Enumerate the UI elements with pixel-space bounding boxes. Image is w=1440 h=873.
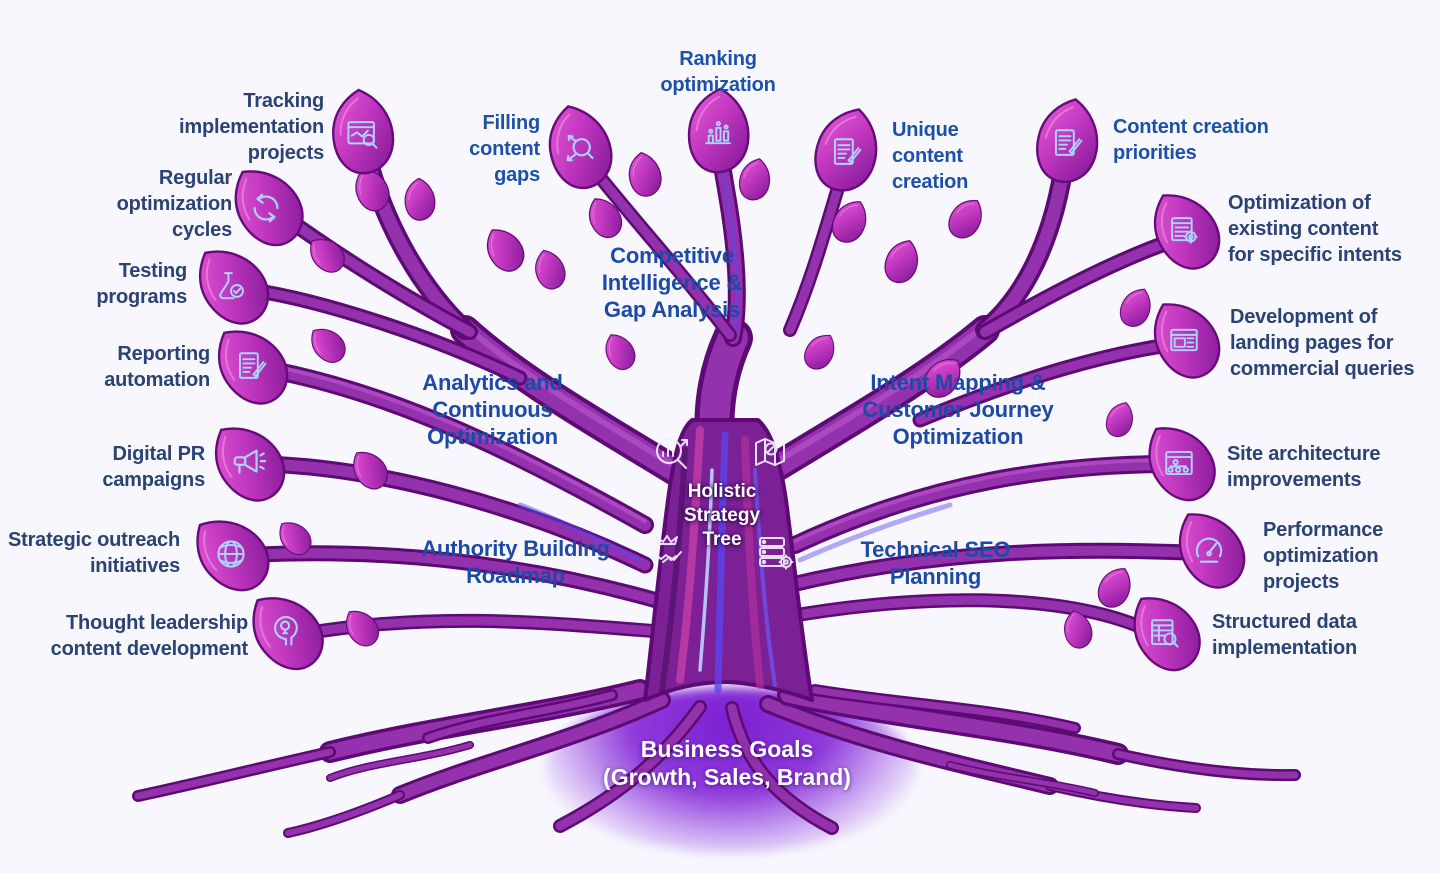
leaf-label-strategic-outreach: Strategic outreach initiatives — [7, 529, 180, 577]
globe-icon — [217, 540, 245, 568]
trunk-streaks — [517, 426, 953, 694]
leaf-label-tracking: Tracking implementation projects — [179, 90, 324, 164]
leaf-label-thought-leadership: Thought leadership content development — [50, 612, 249, 660]
leaf-label-optimize-existing: Optimization of existing content for spe… — [1228, 192, 1402, 266]
leaf-label-regular-cycles: Regular optimization cycles — [116, 167, 233, 241]
branch-label-intent-mapping: Intent Mapping & Customer Journey Optimi… — [862, 370, 1054, 449]
leaf-thought-leadership — [234, 579, 338, 683]
leaf-label-unique-content: Unique content creation — [892, 119, 969, 193]
leaf-reporting — [199, 313, 302, 418]
leaf-digital-pr — [196, 410, 299, 515]
leaf-label-performance: Performance optimization projects — [1263, 519, 1384, 593]
leaf-landing-pages — [1136, 287, 1234, 390]
leaf-optimize-existing — [1136, 178, 1234, 281]
leaf-label-structured-data: Structured data implementation — [1212, 611, 1357, 659]
branch-label-competitive-intelligence: Competitive Intelligence & Gap Analysis — [601, 243, 743, 322]
leaf-label-filling-gaps: Filling content gaps — [469, 112, 540, 186]
branch-label-authority-building: Authority Building Roadmap — [421, 536, 610, 588]
leaf-label-ranking: Ranking optimization — [660, 48, 776, 96]
leaf-tracking — [326, 84, 399, 179]
leaf-unique-content — [807, 100, 888, 199]
leaf-ranking — [687, 87, 750, 174]
branch-label-analytics-optimization: Analytics and Continuous Optimization — [422, 370, 563, 449]
leaf-label-digital-pr: Digital PR campaigns — [102, 443, 205, 491]
leaf-label-site-architecture: Site architecture improvements — [1227, 443, 1381, 491]
leaf-regular-cycles — [216, 153, 318, 259]
branch-label-technical-seo: Technical SEO Planning — [860, 537, 1011, 589]
leaf-label-testing: Testing programs — [96, 260, 187, 308]
leaf-structured-data — [1115, 581, 1214, 684]
leaf-strategic-outreach — [178, 502, 283, 604]
center-title: Holistic Strategy Tree — [683, 481, 761, 550]
leaf-label-content-priorities: Content creation priorities — [1113, 116, 1269, 164]
business-goals-label: Business Goals (Growth, Sales, Brand) — [603, 736, 851, 790]
leaf-testing — [180, 233, 283, 338]
leaf-label-reporting: Reporting automation — [104, 343, 210, 391]
leaf-label-landing-pages: Development of landing pages for commerc… — [1230, 306, 1415, 380]
leaf-content-priorities — [1031, 93, 1105, 188]
